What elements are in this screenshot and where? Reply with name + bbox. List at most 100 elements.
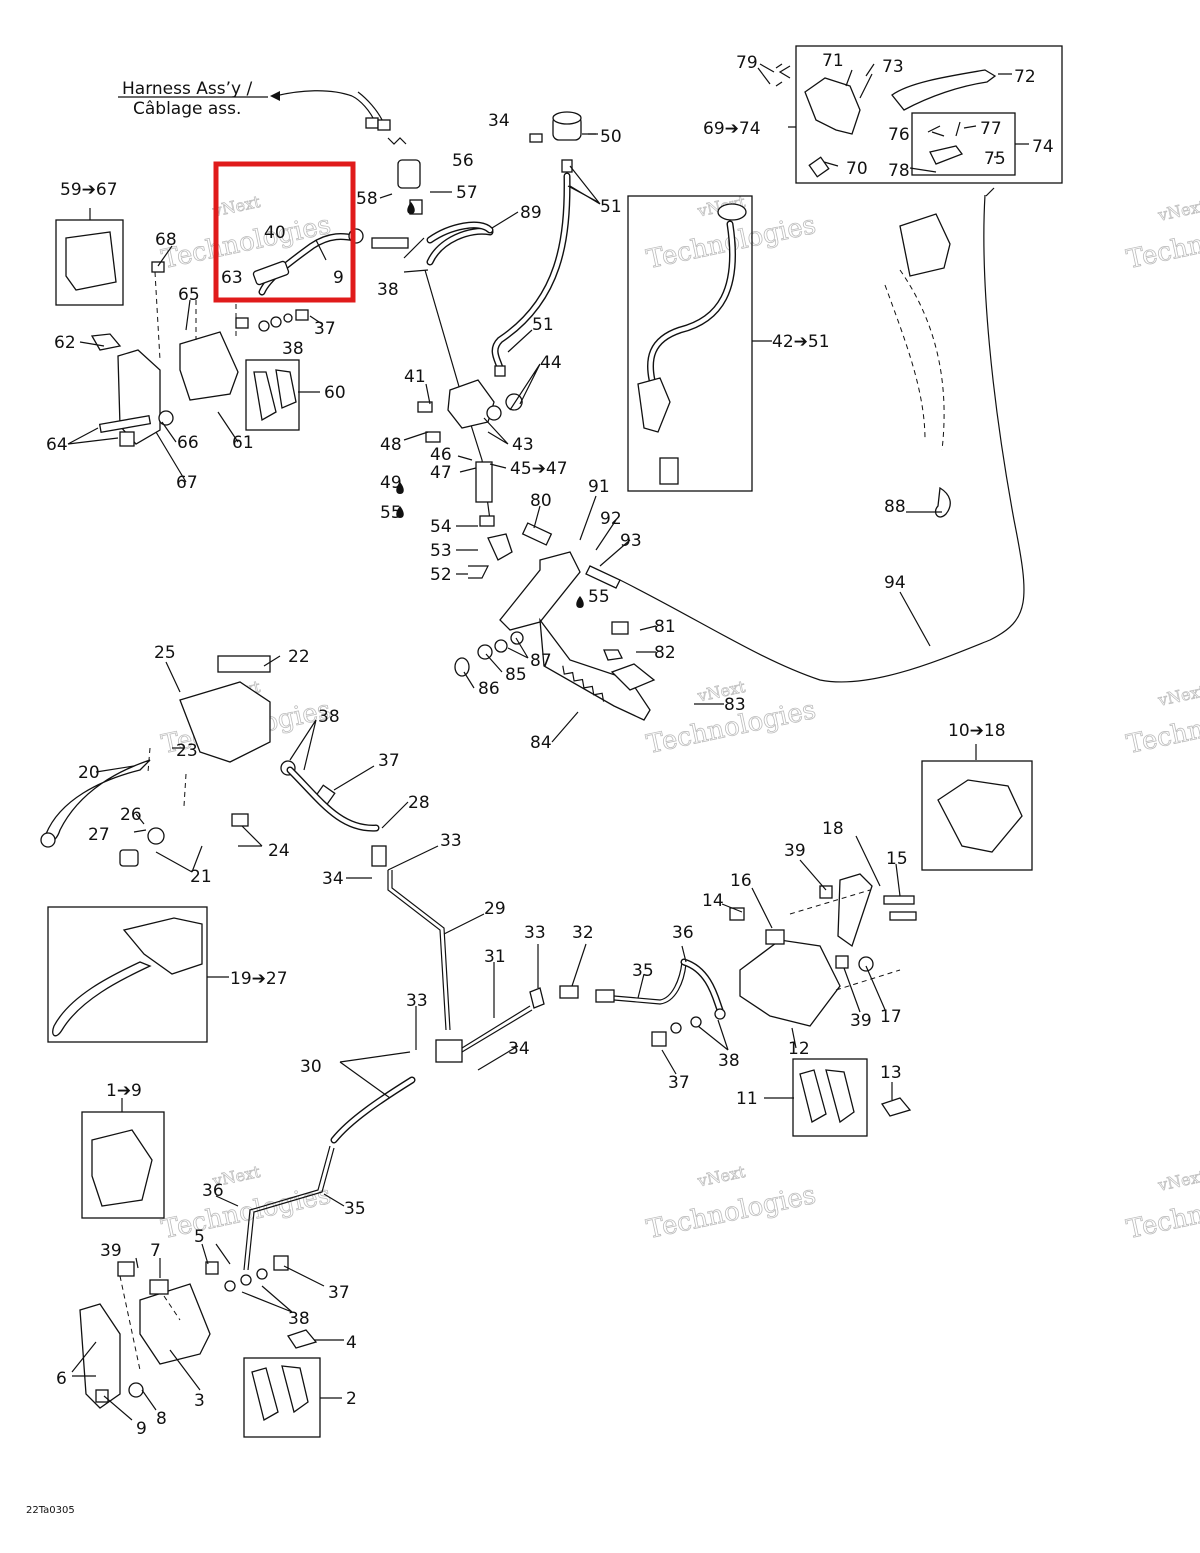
callout: 11 [736,1089,758,1109]
washer-38 [270,316,282,328]
line-31 [461,1005,533,1053]
fitting-32 [559,985,579,999]
callout: 39 [100,1241,122,1261]
handlebar-outline [884,269,945,451]
callout: 33 [406,991,428,1011]
lever-bracket [804,77,861,135]
callout: 5 [194,1227,205,1247]
callout: 6 [56,1369,67,1389]
callout: 38 [318,707,340,727]
callout: 2 [346,1389,357,1409]
callout: 57 [456,183,478,203]
rod-nut [479,515,495,527]
callout: 64 [46,435,68,455]
grease-icon [396,506,404,518]
foot-pedal-assembly [454,522,656,721]
callout: 36 [672,923,694,943]
pin-16 [765,929,785,945]
callout: 52 [430,565,452,585]
callout: 78 [888,161,910,181]
callout: 82 [654,643,676,663]
ring-86 [454,657,470,677]
spring-93 [585,565,621,589]
callout: 37 [668,1073,690,1093]
master-cylinder-body-front [179,681,271,763]
callout: 55 [380,503,402,523]
callout: 67 [176,473,198,493]
callout: 47 [430,463,452,483]
foot-master-cylinder-kit [627,195,753,492]
hose-clamp [561,159,573,173]
callout: 70 [846,159,868,179]
pin-64 [98,414,152,434]
highlighted-hose-40 [252,228,364,296]
grease-icon [407,202,415,214]
switch-24 [231,813,249,827]
callout: 48 [380,435,402,455]
callout: 93 [620,531,642,551]
fitting-33 [371,845,387,867]
fitting-5 [205,1261,219,1275]
hose-36 [680,958,724,1014]
bushing-27 [119,849,139,867]
callout: 61 [232,433,254,453]
bushing-64 [119,431,135,447]
kit-caliper-icon-left [91,1129,153,1207]
callout: 30 [300,1057,322,1077]
bleeder-39c [117,1261,135,1277]
caliper-body-left [139,1283,211,1365]
connector-pin [365,117,379,129]
washer [486,405,502,421]
harness-label: Harness Ass’y / Câblage ass. [118,79,407,145]
clip-62 [90,333,122,351]
callout: 39 [784,841,806,861]
callout: 25 [154,643,176,663]
callout: 73 [882,57,904,77]
callout: 31 [484,947,506,967]
washer-38e [240,1274,252,1286]
kit-connector [659,457,679,485]
handlebar-control [899,213,951,277]
callout: 75 [984,149,1006,169]
watermark-technologies: Technologies [644,1180,819,1245]
callout: 7 [150,1241,161,1261]
caliper-kit-icon [65,231,117,291]
callout: 18 [822,819,844,839]
highlight-box[interactable] [213,161,356,303]
brake-lines [243,766,726,1271]
callout: 23 [176,741,198,761]
callout: 81 [654,617,676,637]
caliper-bracket-18 [837,873,873,948]
callout: 15 [886,849,908,869]
hose-28-inner [287,767,379,831]
callout: 56 [452,151,474,171]
bolt-37 [295,309,309,321]
line-29 [387,870,447,1031]
callout: 53 [430,541,452,561]
pin-7 [149,1279,169,1295]
callout: 38 [282,339,304,359]
hose-28 [286,766,380,832]
reservoir-cap [552,111,582,125]
callout: 36 [202,1181,224,1201]
callout: 16 [730,871,752,891]
mount-bolt [425,431,441,443]
hose-30-inner [331,1077,415,1143]
washer-38d [690,1016,702,1028]
caliper-body-front [739,939,841,1027]
callout: 13 [880,1063,902,1083]
pin-80 [521,522,553,546]
fitting-32b [595,989,615,1003]
boot-66 [158,410,174,426]
pin-15 [883,895,915,905]
bolt-39 [819,885,833,899]
hand-lever-assembly [775,45,1063,184]
callout: 37 [378,751,400,771]
callout: 66 [177,433,199,453]
callout: 12 [788,1039,810,1059]
callout: 88 [884,497,906,517]
callout: 45➔47 [510,459,568,479]
pedal-lever [539,617,651,721]
bleeder-68 [151,261,165,273]
